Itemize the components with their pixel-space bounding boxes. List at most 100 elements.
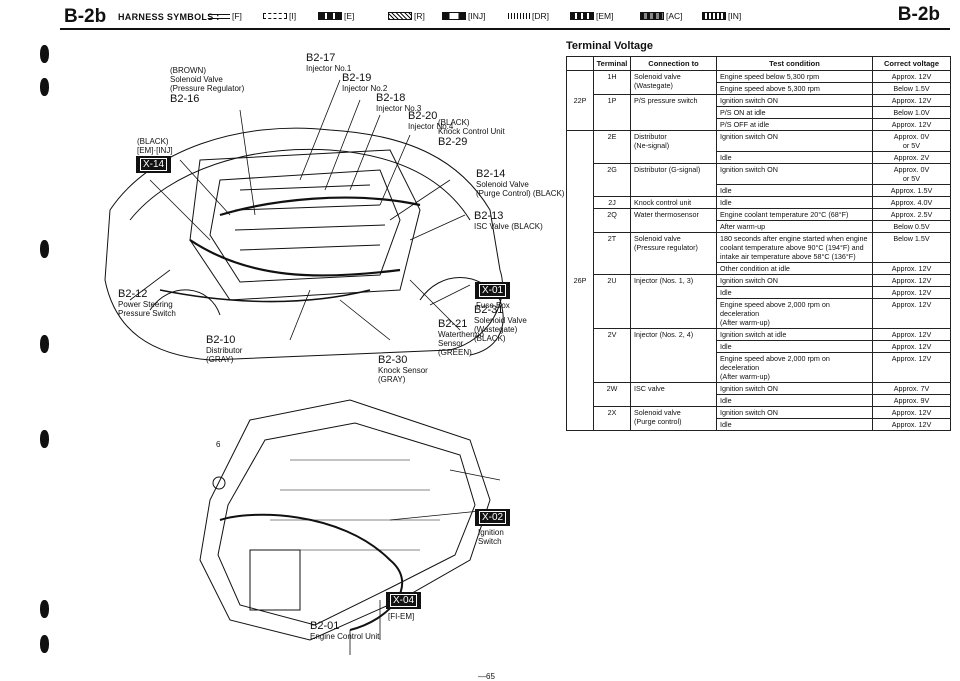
connector-tag-x02: X-02 — [475, 509, 511, 526]
component-code: B2-20 — [408, 110, 438, 122]
component-name: Power Steering Pressure Switch — [118, 300, 176, 318]
test-condition-cell: Engine speed above 2,000 rpm on decelera… — [716, 352, 873, 383]
harness-symbol-code: [DR] — [532, 11, 549, 21]
binder-hole-mark — [40, 600, 49, 618]
correct-voltage-cell: Below 1.0V — [872, 106, 951, 119]
component-name: Injector No.1 — [306, 64, 352, 73]
component-name: (BROWN) Solenoid Valve (Pressure Regulat… — [170, 66, 245, 93]
em-inj-note: (BLACK) [EM]·[INJ] — [137, 137, 173, 155]
hatched-icon — [388, 12, 412, 20]
correct-voltage-cell: Approx. 0V or 5V — [872, 130, 951, 152]
correct-voltage-cell: Approx. 12V — [872, 418, 951, 431]
section-code-left: B-2b — [64, 6, 107, 27]
correct-voltage-cell: Approx. 1.5V — [872, 184, 951, 197]
test-condition-cell: Ignition switch ON — [716, 406, 873, 419]
connection-cell: Distributor (G-signal) — [630, 163, 717, 197]
component-code: B2-12 — [118, 288, 148, 300]
component-name: Distributor (GRAY) — [206, 346, 243, 364]
correct-voltage-cell: Approx. 12V — [872, 286, 951, 299]
table-header-cell: Test condition — [716, 56, 873, 71]
test-condition-cell: Engine speed above 2,000 rpm on decelera… — [716, 298, 873, 329]
terminal-cell: 2V — [593, 328, 631, 383]
component-name: Injector No.3 — [376, 104, 422, 113]
component-code: B2-29 — [438, 136, 468, 148]
harness-symbol-dr: [DR] — [508, 11, 549, 21]
cross-bar-icon — [640, 12, 664, 20]
test-condition-cell: P/S OFF at idle — [716, 118, 873, 131]
harness-symbol-r: [R] — [388, 11, 425, 21]
connection-cell: ISC valve — [630, 382, 717, 407]
correct-voltage-cell: Approx. 12V — [872, 262, 951, 275]
connection-cell: Knock control unit — [630, 196, 717, 209]
correct-voltage-cell: Approx. 12V — [872, 328, 951, 341]
correct-voltage-cell: Approx. 12V — [872, 298, 951, 329]
test-condition-cell: Ignition switch ON — [716, 163, 873, 185]
correct-voltage-cell: Approx. 9V — [872, 394, 951, 407]
correct-voltage-cell: Approx. 0V or 5V — [872, 163, 951, 185]
terminal-cell: 2J — [593, 196, 631, 209]
component-name: Knock Sensor (GRAY) — [378, 366, 428, 384]
harness-symbol-code: [INJ] — [468, 11, 486, 21]
test-condition-cell: Idle — [716, 418, 873, 431]
correct-voltage-cell: Approx. 12V — [872, 70, 951, 83]
harness-symbol-code: [E] — [344, 11, 355, 21]
harness-symbol-code: [IN] — [728, 11, 742, 21]
connector-tag-x01: X-01 — [475, 282, 511, 299]
harness-symbol-f: [F] — [208, 11, 242, 21]
test-condition-cell: Engine speed below 5,300 rpm — [716, 70, 873, 83]
test-condition-cell: Idle — [716, 340, 873, 353]
connector-cell: 22P — [566, 70, 594, 131]
correct-voltage-cell: Below 0.5V — [872, 220, 951, 233]
fuse-box-label: Fuse Box — [476, 301, 510, 310]
harness-symbol-inj: [INJ] — [442, 11, 485, 21]
test-condition-cell: Idle — [716, 184, 873, 197]
test-condition-cell: After warm-up — [716, 220, 873, 233]
test-condition-cell: Ignition switch at idle — [716, 328, 873, 341]
test-condition-cell: Idle — [716, 196, 873, 209]
page-number: —65 — [478, 672, 495, 681]
correct-voltage-cell: Approx. 12V — [872, 94, 951, 107]
test-condition-cell: Other condition at idle — [716, 262, 873, 275]
test-condition-cell: Ignition switch ON — [716, 130, 873, 152]
test-condition-cell: Ignition switch ON — [716, 274, 873, 287]
component-code: B2-19 — [342, 72, 372, 84]
diagram-label-b2-16: (BROWN) Solenoid Valve (Pressure Regulat… — [170, 66, 244, 105]
binder-hole-mark — [40, 635, 49, 653]
binder-hole-mark — [40, 78, 49, 96]
connection-cell: Water thermosensor — [630, 208, 717, 233]
correct-voltage-cell: Approx. 12V — [872, 340, 951, 353]
correct-voltage-cell: Approx. 12V — [872, 118, 951, 131]
correct-voltage-cell: Approx. 2.5V — [872, 208, 951, 221]
test-condition-cell: P/S ON at idle — [716, 106, 873, 119]
connection-cell: Injector (Nos. 1, 3) — [630, 274, 717, 329]
connection-cell: Solenoid valve (Pressure regulator) — [630, 232, 717, 275]
dash-bar-icon — [570, 12, 594, 20]
engine-harness-diagram — [104, 79, 504, 655]
harness-symbol-em: [EM] — [570, 11, 613, 21]
test-condition-cell: Engine coolant temperature 20°C (68°F) — [716, 208, 873, 221]
binder-hole-mark — [40, 335, 49, 353]
terminal-cell: 2G — [593, 163, 631, 197]
connector-tag-x14: X-14 — [136, 156, 172, 173]
test-condition-cell: Idle — [716, 151, 873, 164]
section-code-right: B-2b — [897, 4, 940, 25]
component-name: Solenoid Valve (Wastegate) (BLACK) — [474, 316, 527, 343]
correct-voltage-cell: Approx. 4.0V — [872, 196, 951, 209]
correct-voltage-cell: Approx. 12V — [872, 352, 951, 383]
component-name: ISC Valve (BLACK) — [474, 222, 543, 231]
